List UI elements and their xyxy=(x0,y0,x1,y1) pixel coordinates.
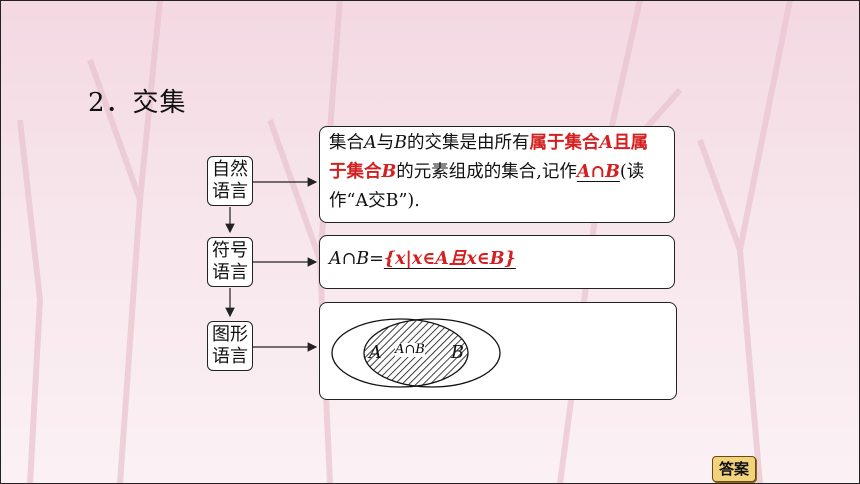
natural-line-1: 集合A与B的交集是由所有属于集合A且属 xyxy=(329,133,649,153)
venn-label-b: B xyxy=(451,343,464,363)
venn-diagram xyxy=(331,318,501,388)
symbol-prefix: A∩B= xyxy=(329,249,384,269)
label-graphic-language: 图形 语言 xyxy=(207,321,253,371)
set-a-ellipse xyxy=(331,318,469,388)
natural-line-3: 作“A交B”). xyxy=(329,191,420,211)
label-line: 图形 xyxy=(212,324,248,345)
answer-button[interactable]: 答案 xyxy=(712,456,756,482)
label-line: 自然 xyxy=(212,159,248,180)
answer-notation: A∩B xyxy=(576,162,620,182)
natural-language-box: 集合A与B的交集是由所有属于集合A且属 于集合B的元素组成的集合,记作A∩B(读… xyxy=(319,126,675,223)
label-line: 语言 xyxy=(212,262,248,283)
section-heading: 2．交集 xyxy=(88,88,187,118)
venn-label-a: A xyxy=(369,343,382,363)
label-symbol-language: 符号 语言 xyxy=(207,237,253,287)
label-natural-language: 自然 语言 xyxy=(207,156,253,206)
natural-line-2: 于集合B的元素组成的集合,记作A∩B(读 xyxy=(329,162,645,182)
graphic-language-box: A B A∩B xyxy=(319,302,677,400)
symbol-language-box: A∩B={x|x∈A且x∈B} xyxy=(319,235,675,289)
label-line: 符号 xyxy=(212,240,248,261)
venn-intersection-label: A∩B xyxy=(395,342,425,357)
set-b-ellipse xyxy=(363,318,501,388)
symbol-answer: {x|x∈A且x∈B} xyxy=(383,249,516,269)
label-line: 语言 xyxy=(212,181,248,202)
highlight-text: 属于集合 xyxy=(529,133,600,153)
label-line: 语言 xyxy=(212,346,248,367)
